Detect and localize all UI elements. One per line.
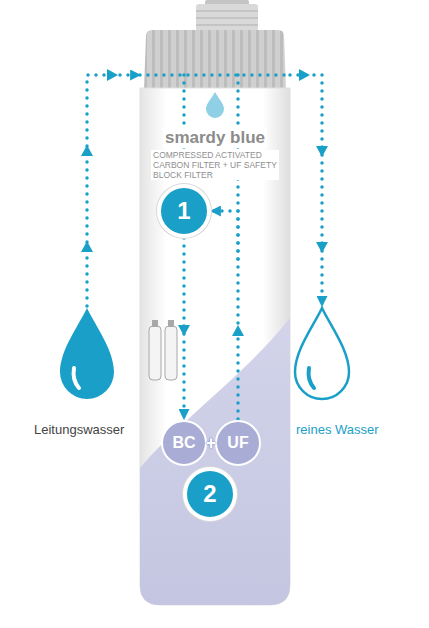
logo-drop bbox=[206, 92, 224, 118]
drop-shape bbox=[60, 308, 114, 399]
callout-number: 2 bbox=[183, 467, 237, 521]
drop-shape bbox=[295, 308, 349, 399]
drop-outline bbox=[272, 300, 372, 410]
drop-highlight bbox=[74, 368, 79, 388]
stage-circle: BC bbox=[161, 420, 207, 466]
drop-highlight bbox=[309, 368, 314, 388]
water-drop: reines Wasser bbox=[272, 300, 387, 445]
thread-ridge bbox=[196, 24, 258, 26]
flow-connector bbox=[87, 75, 140, 306]
thread-ridge bbox=[196, 17, 258, 19]
cartridge-icon bbox=[165, 326, 177, 380]
product-label: COMPRESSED ACTIVATED CARBON FILTER + UF … bbox=[151, 150, 279, 180]
cartridge-icon bbox=[152, 320, 158, 327]
callout-digit: 1 bbox=[161, 188, 207, 234]
thread-ridge bbox=[196, 10, 258, 12]
filter-cap bbox=[144, 30, 286, 90]
cartridge-body bbox=[140, 88, 290, 605]
stage-code: BC bbox=[163, 422, 205, 464]
filter-cartridge: smardy blueCOMPRESSED ACTIVATED CARBON F… bbox=[140, 30, 290, 605]
drop-label: reines Wasser bbox=[294, 422, 381, 437]
callout-digit: 2 bbox=[187, 471, 233, 517]
cartridge-icon bbox=[149, 326, 161, 380]
thread-neck bbox=[196, 4, 258, 32]
color-band bbox=[140, 318, 290, 605]
flow-connector bbox=[182, 238, 186, 419]
stage-circle: UF bbox=[215, 420, 261, 466]
callout-number: 1 bbox=[157, 184, 211, 238]
cartridge-icon bbox=[168, 320, 174, 327]
water-drop: Leitungswasser bbox=[30, 300, 140, 445]
flow-connector bbox=[290, 75, 322, 306]
stage-code: UF bbox=[217, 422, 259, 464]
brand-logo: smardy blue bbox=[163, 128, 267, 148]
flow-connector bbox=[211, 211, 238, 419]
drop-label: Leitungswasser bbox=[32, 422, 126, 437]
drop-outline bbox=[37, 300, 137, 410]
flow-dots bbox=[140, 73, 290, 77]
plus-sign: + bbox=[202, 432, 220, 454]
